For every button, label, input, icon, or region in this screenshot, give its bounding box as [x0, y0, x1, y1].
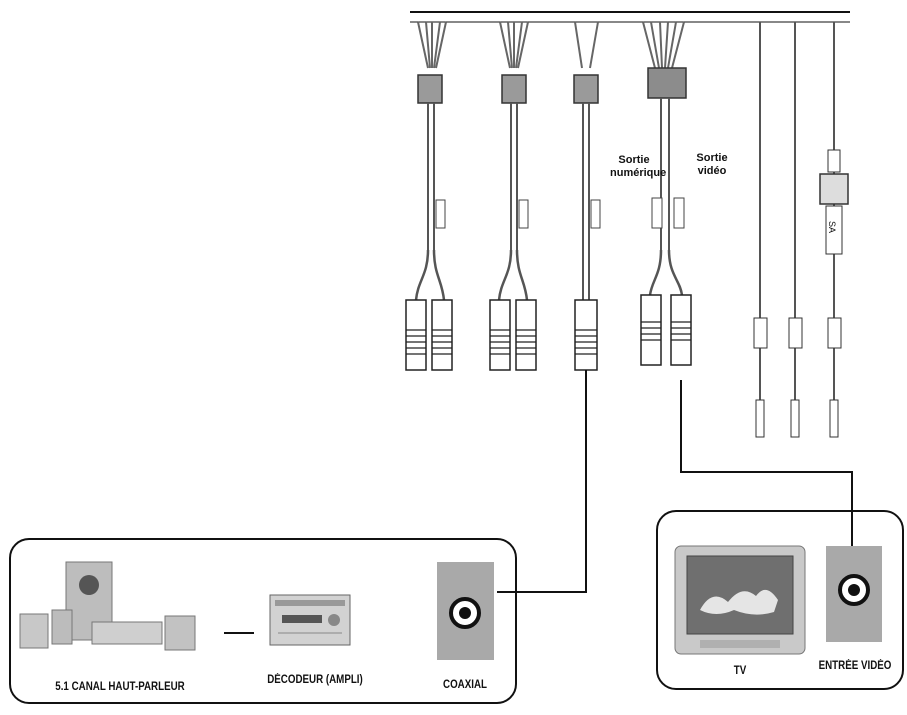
digital-out-label: Sortie numérique [610, 154, 667, 179]
coax-connection-line [497, 370, 587, 593]
antenna-tag-label: SA [827, 220, 838, 234]
speaker-set-image [19, 561, 196, 651]
single-wire-2 [788, 22, 803, 438]
rca-cable-pair-2 [489, 21, 537, 371]
audio-system-panel [9, 538, 517, 704]
tv-panel [656, 510, 904, 690]
coaxial-caption: COAXIAL [443, 679, 487, 691]
rca-cable-pair-1 [405, 21, 453, 371]
tv-image [674, 545, 806, 655]
coaxial-jack-panel [437, 562, 494, 660]
tv-caption: TV [733, 665, 747, 677]
decoder-caption: DÉCODEUR (AMPLI) [267, 674, 363, 686]
video-out-cable [640, 21, 692, 366]
digital-coax-cable [573, 21, 601, 371]
video-input-caption: ENTRÉE VIDÉO [818, 660, 892, 672]
video-input-jack-panel [826, 546, 882, 642]
speakers-caption: 5.1 CANAL HAUT-PARLEUR [55, 681, 185, 693]
single-wire-1 [753, 22, 768, 438]
antenna-wire [819, 22, 849, 438]
video-out-label: Sortie vidéo [696, 152, 728, 177]
decoder-image [269, 594, 351, 646]
